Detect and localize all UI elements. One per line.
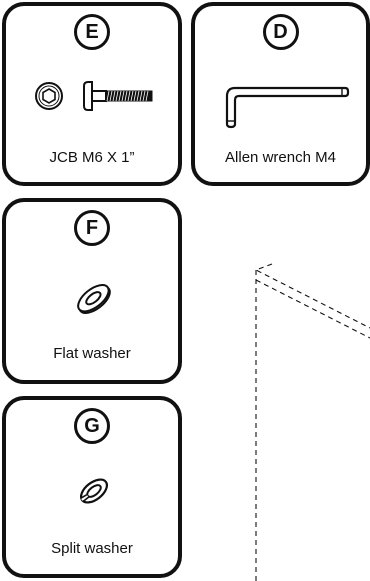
- part-label: Allen wrench M4: [225, 149, 336, 166]
- flat-washer-icon: [77, 284, 111, 314]
- part-card-g: G Split washer: [2, 396, 182, 578]
- allen-wrench-icon: [225, 86, 350, 129]
- part-label: Split washer: [51, 540, 133, 557]
- split-washer-icon: [79, 478, 109, 504]
- part-label: JCB M6 X 1”: [49, 149, 135, 166]
- hex-bolt-icon: [35, 81, 153, 111]
- part-letter-badge: F: [74, 210, 110, 246]
- part-card-f: F Flat washer: [2, 198, 182, 384]
- part-letter-badge: D: [262, 14, 299, 50]
- part-letter-badge: G: [74, 408, 110, 444]
- part-label: Flat washer: [53, 345, 131, 362]
- part-letter-badge: E: [74, 14, 110, 50]
- part-card-e: E JCB M6 X 1”: [2, 2, 182, 186]
- part-card-d: D Allen wrench M4: [191, 2, 370, 186]
